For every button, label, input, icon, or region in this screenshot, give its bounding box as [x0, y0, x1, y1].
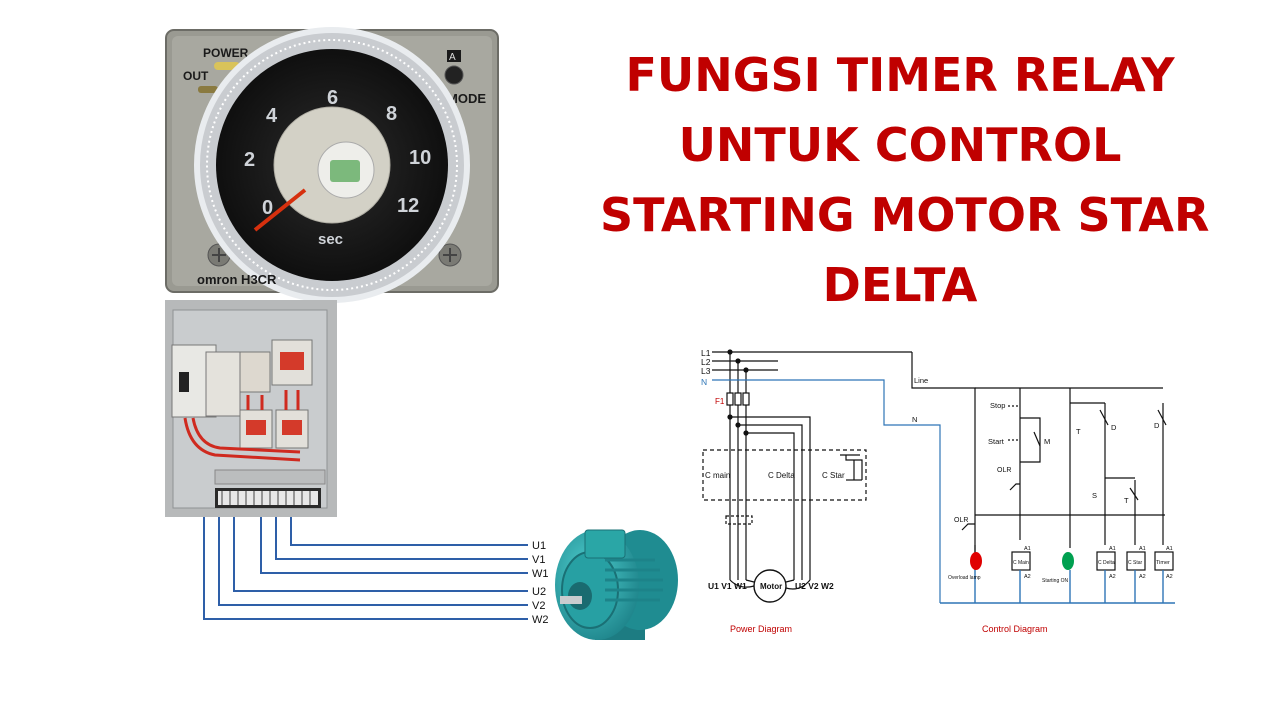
- coil-name-label: C Star: [1128, 560, 1143, 566]
- sticker-logo-icon: [330, 160, 360, 182]
- mode-label: MODE: [447, 91, 486, 106]
- neutral-label: N: [912, 415, 917, 424]
- c-star-label: C Star: [822, 471, 845, 480]
- coil-a1-label: A1: [1024, 546, 1031, 552]
- line-label-l1: L1: [701, 348, 711, 358]
- line-label-l3: L3: [701, 366, 711, 376]
- overload-lamp-icon: [970, 552, 982, 570]
- c-main-label: C main: [705, 471, 730, 480]
- dial-pointer-icon: [253, 188, 307, 232]
- title-line-1: FUNGSI TIMER RELAY: [625, 48, 1175, 102]
- brand-label: omron H3CR: [197, 272, 277, 287]
- starting-lamp-icon: [1062, 552, 1074, 570]
- terminals-right-label: U2 V2 W2: [795, 581, 834, 591]
- control-diagram: [911, 352, 1174, 571]
- title-line-2: UNTUK CONTROL: [678, 118, 1122, 172]
- starting-on-label: Starting ON: [1042, 578, 1069, 584]
- star-contact-label: S: [1092, 491, 1097, 500]
- coil-a2-label: A2: [1139, 574, 1146, 580]
- overload-lamp-label: Overload lamp: [948, 575, 981, 581]
- coil-a1-label: A1: [1139, 546, 1146, 552]
- control-diagram-caption: Control Diagram: [982, 624, 1048, 634]
- power-diagram-neutral: [712, 379, 941, 603]
- delta-contact-label: D: [1111, 423, 1117, 432]
- dial-unit: sec: [318, 231, 343, 248]
- terminal-label: V1: [532, 554, 545, 566]
- out-led-icon: [198, 86, 218, 93]
- dial-number: 12: [397, 195, 419, 217]
- page-title: FUNGSI TIMER RELAY UNTUK CONTROL STARTIN…: [600, 40, 1210, 320]
- terminal-label: W1: [532, 568, 549, 580]
- coil-a2-label: A2: [1109, 574, 1116, 580]
- start-label: Start: [988, 437, 1005, 446]
- terminal-labels: U1 V1 W1 U2 V2 W2: [532, 540, 549, 626]
- coil-a2-label: A2: [1024, 574, 1031, 580]
- power-label: POWER: [203, 46, 249, 60]
- c-delta-label: C Delta: [768, 471, 795, 480]
- coil-a1-label: A1: [1109, 546, 1116, 552]
- olr-label-2: OLR: [954, 517, 968, 524]
- title-line-4: DELTA: [822, 258, 978, 312]
- coil-a1-label: A1: [1166, 546, 1173, 552]
- power-diagram-caption: Power Diagram: [730, 624, 792, 634]
- title-line-3: STARTING MOTOR STAR: [600, 188, 1210, 242]
- control-panel-photo: [165, 300, 337, 517]
- control-diagram-labels: Line N Stop Start M OLR OLR T D D S T Ov…: [912, 376, 1173, 634]
- coil-a2-label: A2: [1166, 574, 1173, 580]
- out-label: OUT: [183, 69, 209, 83]
- line-label-l2: L2: [701, 357, 711, 367]
- line-label: Line: [914, 376, 928, 385]
- motor-terminal-box: [584, 529, 626, 559]
- terminal-label: U2: [532, 586, 546, 598]
- stop-label: Stop: [990, 401, 1005, 410]
- coil-name-label: C Delta: [1098, 560, 1115, 566]
- timer-relay-photo: POWER OUT A MODE 0 2 4 6 8 10 12 sec omr…: [165, 27, 499, 303]
- timer-contact-label: T: [1076, 427, 1081, 436]
- motor-label: Motor: [760, 582, 782, 591]
- dial-number: 4: [266, 105, 278, 127]
- mode-knob-icon: [444, 65, 464, 85]
- terminals-left-label: U1 V1 W1: [708, 581, 747, 591]
- coil-name-label: C Main: [1013, 560, 1029, 566]
- control-lamps: [970, 552, 1074, 570]
- power-led-icon: [214, 62, 240, 70]
- motor-wiring: [203, 517, 528, 620]
- motor-photo: [555, 529, 678, 640]
- m-label: M: [1044, 437, 1050, 446]
- fuse-label: F1: [715, 397, 725, 406]
- motor-shaft-icon: [560, 596, 582, 604]
- power-diagram: [702, 349, 912, 603]
- dial-number: 2: [244, 149, 255, 171]
- power-diagram-labels: L1 L2 L3 N F1 C main C Delta C Star U1 V…: [701, 348, 845, 634]
- terminal-label: V2: [532, 600, 545, 612]
- delta-contact-label-2: D: [1154, 421, 1160, 430]
- line-label-n: N: [701, 377, 707, 387]
- timer-contact-label-2: T: [1124, 496, 1129, 505]
- dial-number: 0: [262, 197, 273, 219]
- dial-number: 8: [386, 103, 397, 125]
- terminal-label: W2: [532, 614, 549, 626]
- control-diagram-neutral: [940, 570, 1175, 604]
- dial-number: 6: [327, 87, 338, 109]
- terminal-label: U1: [532, 540, 546, 552]
- coil-name-label: Timer: [1156, 560, 1170, 566]
- olr-label: OLR: [997, 467, 1011, 474]
- mode-letter: A: [449, 52, 456, 63]
- dial-number: 10: [409, 147, 431, 169]
